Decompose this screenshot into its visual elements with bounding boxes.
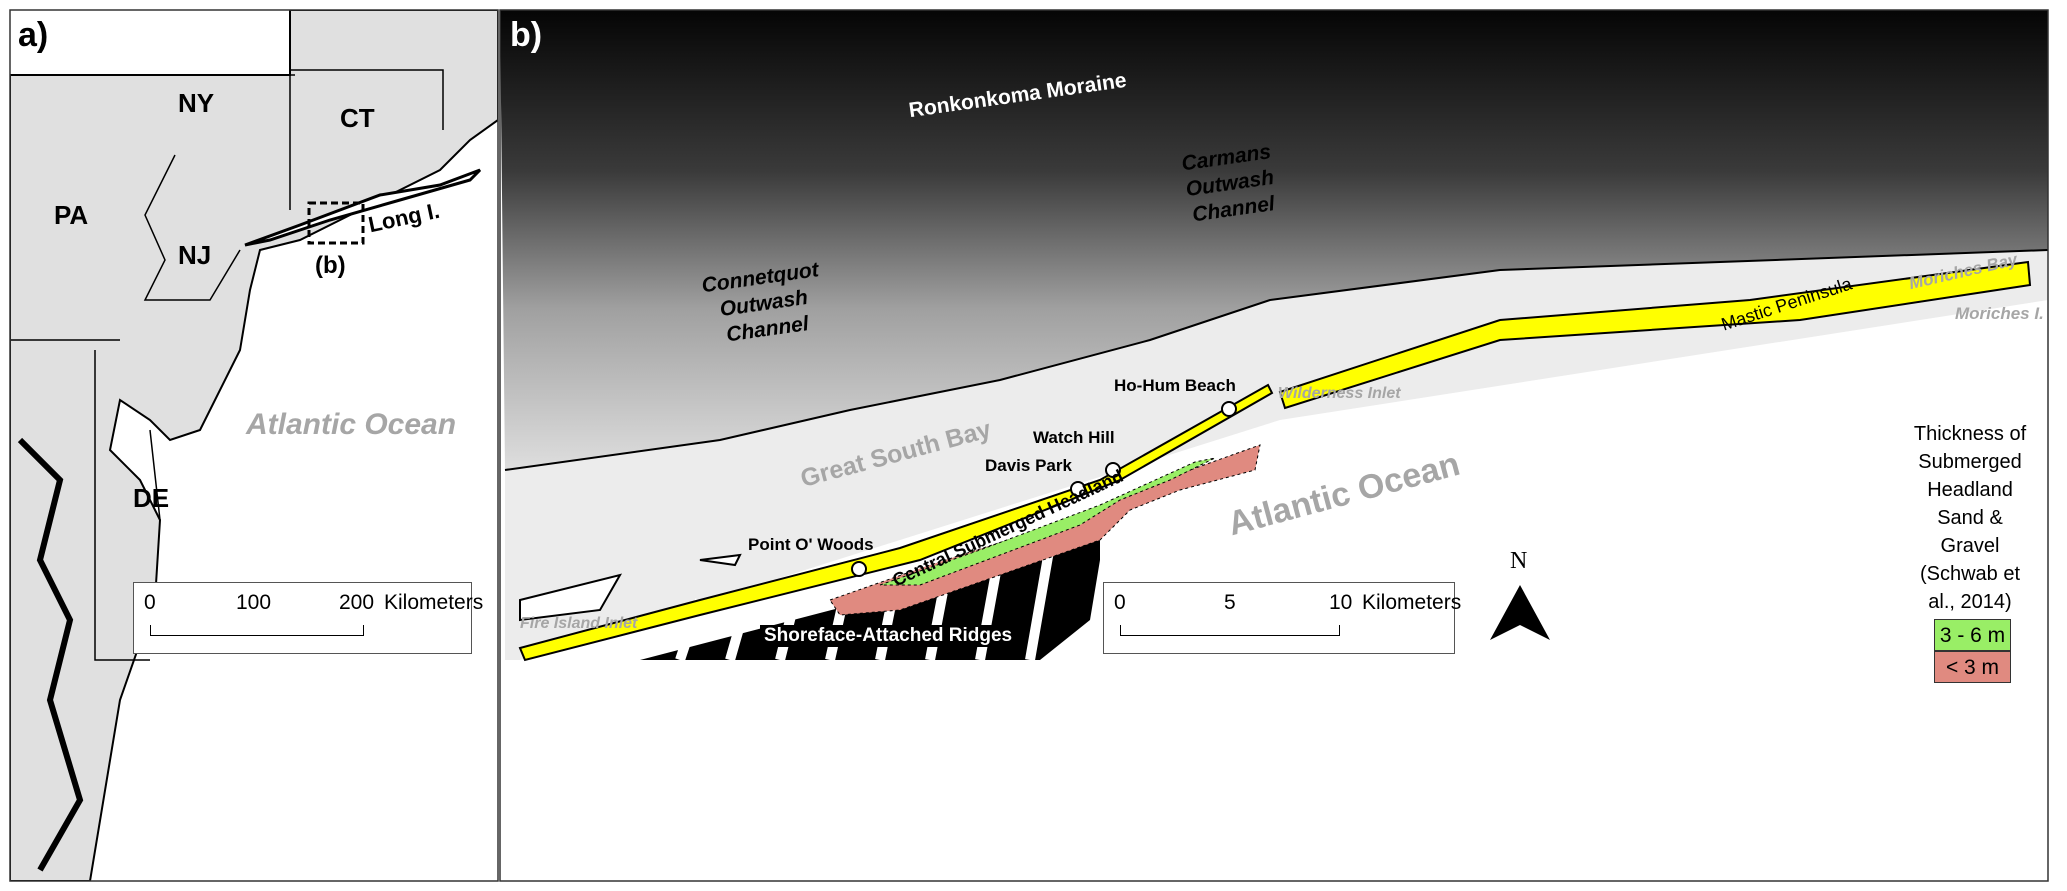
legend-item-thick: 3 - 6 m (1934, 619, 2011, 651)
scale-bar-a: 0 100 200 Kilometers (133, 582, 483, 654)
point-o-woods-label: Point O' Woods (748, 535, 874, 554)
fire-island-inlet-label: Fire Island Inlet (520, 615, 638, 632)
legend-title-line: Thickness of (1913, 423, 2027, 445)
site-marker-point-o-woods (851, 561, 867, 577)
legend-title-line: al., 2014) (1928, 591, 2012, 613)
inset-ref-label: (b) (315, 252, 346, 279)
panel-a-label: a) (18, 16, 49, 54)
scale-tick: 5 (1224, 591, 1236, 614)
scale-tick: 10 (1329, 591, 1353, 614)
state-ny: NY (178, 88, 215, 118)
north-arrow-icon (1490, 585, 1550, 640)
moriches-inlet-label: Moriches I. (1955, 304, 2044, 323)
panel-b-label: b) (510, 16, 543, 54)
scale-line (1120, 625, 1340, 636)
legend-title-line: (Schwab et (1919, 563, 2021, 585)
ocean-label-a: Atlantic Ocean (246, 408, 457, 441)
legend-title-line: Sand & Gravel (1937, 507, 2003, 557)
carmans-label: Carmans Outwash Channel (1180, 139, 1280, 229)
state-nj: NJ (178, 240, 212, 270)
watch-hill-label: Watch Hill (1033, 428, 1115, 447)
state-ct: CT (340, 103, 375, 133)
scale-tick: 200 (339, 591, 375, 614)
davis-park-label: Davis Park (985, 456, 1072, 475)
site-marker-watch-hill (1105, 462, 1121, 478)
scale-unit: Kilometers (384, 591, 484, 614)
legend-title: Thickness of Submerged Headland Sand & G… (1905, 420, 2035, 616)
connetquot-label: Connetquot Outwash Channel (700, 257, 828, 351)
ho-hum-label: Ho-Hum Beach (1114, 376, 1236, 395)
state-de: DE (133, 483, 170, 513)
scale-unit: Kilometers (1362, 591, 1462, 614)
state-pa: PA (54, 200, 89, 230)
legend-title-line: Submerged (1918, 451, 2022, 473)
inset-box (307, 201, 365, 245)
site-marker-ho-hum (1221, 401, 1237, 417)
panel-b-map (500, 10, 2048, 881)
scale-line (150, 625, 364, 636)
north-label: N (1510, 548, 1528, 574)
wilderness-inlet-label: Wilderness Inlet (1278, 385, 1401, 402)
scale-bar-b: 0 5 10 Kilometers (1103, 582, 1461, 654)
site-marker-davis-park (1070, 481, 1086, 497)
ridges-label: Shoreface-Attached Ridges (760, 625, 1017, 647)
scale-tick: 100 (236, 591, 272, 614)
legend-title-line: Headland (1927, 479, 2013, 501)
scale-tick: 0 (144, 591, 156, 614)
scale-tick: 0 (1114, 591, 1126, 614)
legend-item-thin: < 3 m (1934, 651, 2011, 683)
panel-a-map (10, 10, 498, 881)
